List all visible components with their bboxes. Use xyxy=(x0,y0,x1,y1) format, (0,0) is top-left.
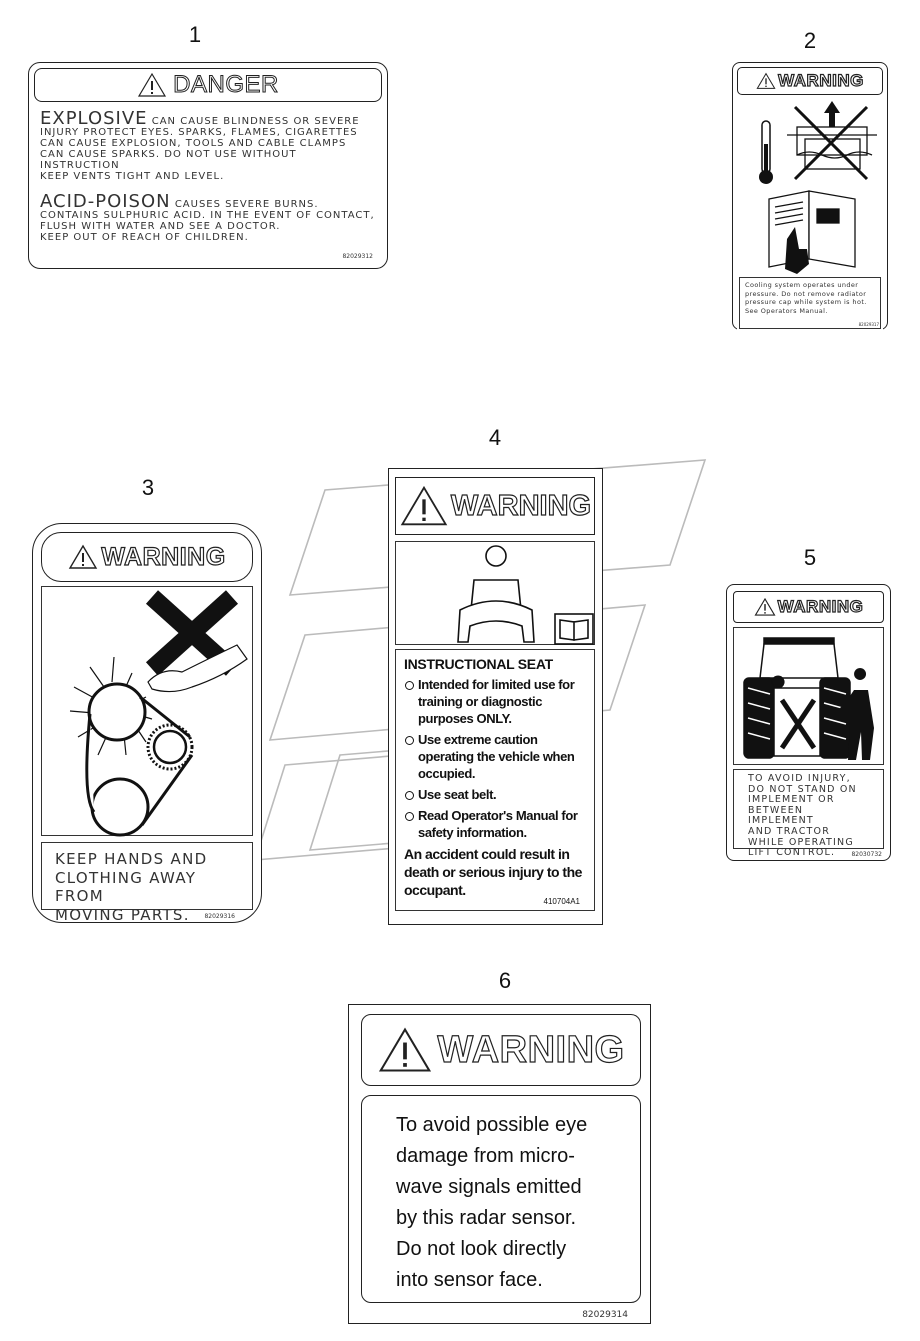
decal-3-warning-moving-parts: WARNING KEEP HANDS AND CLOTHING AWAY FRO… xyxy=(32,523,262,924)
decal-1-explosive-line5: KEEP VENTS TIGHT AND LEVEL. xyxy=(40,171,225,182)
decal-5-warning-lift-control: WARNING TO AVOID INJURY, DO NOT S xyxy=(726,584,891,861)
decal-1-header-text: DANGER xyxy=(173,71,279,99)
decal-6-text-box: To avoid possible eye damage from micro-… xyxy=(361,1095,641,1303)
decal-2-line4: See Operators Manual. xyxy=(745,306,828,315)
decal-5-header: WARNING xyxy=(733,591,884,623)
warning-triangle-icon xyxy=(400,485,448,526)
decal-1-explosive-line1: CAN CAUSE BLINDNESS OR SEVERE xyxy=(151,116,360,127)
warning-triangle-icon xyxy=(754,597,776,616)
decal-1-explosive-line4: CAN CAUSE SPARKS. DO NOT USE WITHOUT INS… xyxy=(40,149,297,171)
decal-4-bullet-1: Intended for limited use for training or… xyxy=(404,676,586,727)
decal-1-acid-title: ACID-POISON xyxy=(40,191,171,212)
warning-triangle-icon xyxy=(69,544,98,569)
label-number-6: 6 xyxy=(498,968,512,993)
label-number-1: 1 xyxy=(188,22,202,47)
label-number-4: 4 xyxy=(488,425,502,450)
hand-icon xyxy=(147,644,248,693)
decal-1-danger-battery: DANGER EXPLOSIVE CAN CAUSE BLINDNESS OR … xyxy=(28,62,388,269)
decal-5-line5: AND TRACTOR xyxy=(748,825,831,837)
decal-1-body: EXPLOSIVE CAN CAUSE BLINDNESS OR SEVERE … xyxy=(34,107,382,262)
decal-3-line1: KEEP HANDS AND xyxy=(55,850,208,868)
decal-2-text-box: Cooling system operates under pressure. … xyxy=(739,277,881,329)
decal-2-warning-cooling: WARNING xyxy=(732,62,888,335)
decal-6-line1: To avoid possible eye xyxy=(396,1114,588,1136)
decal-3-line3: MOVING PARTS. xyxy=(55,905,190,924)
decal-6-code: 82029314 xyxy=(582,1310,628,1320)
decal-4-header: WARNING xyxy=(395,477,595,535)
decal-5-line1: TO AVOID INJURY, xyxy=(748,773,851,784)
decal-3-pictogram xyxy=(41,586,253,837)
decal-3-header-text: WARNING xyxy=(101,542,226,571)
decal-4-warning-instructional-seat: WARNING INSTRUCTIONAL SEAT Intended for … xyxy=(388,468,603,925)
decal-3-code: 82029316 xyxy=(204,913,235,920)
decal-4-text-panel: INSTRUCTIONAL SEAT Intended for limited … xyxy=(395,649,595,911)
warning-triangle-icon xyxy=(756,72,776,89)
cooling-pictogram xyxy=(759,101,877,274)
label-number-2: 2 xyxy=(803,28,817,53)
decal-1-acid-line4: KEEP OUT OF REACH OF CHILDREN. xyxy=(40,232,249,243)
decal-5-line6: WHILE OPERATING xyxy=(748,836,854,848)
fan-belt-icon xyxy=(69,590,248,837)
pointing-hand-icon xyxy=(785,227,809,274)
decal-6-header-text: WARNING xyxy=(437,1028,625,1071)
decal-1-explosive-title: EXPLOSIVE xyxy=(40,108,148,129)
label-number-5: 5 xyxy=(803,545,817,570)
warning-triangle-icon xyxy=(379,1027,432,1072)
decal-1-explosive-line2: INJURY PROTECT EYES. SPARKS, FLAMES, CIG… xyxy=(40,127,358,138)
decal-2-header-text: WARNING xyxy=(778,70,864,90)
decal-2-line1: Cooling system operates under xyxy=(745,281,859,289)
decal-3-header: WARNING xyxy=(41,532,253,582)
decal-4-bullet-4: Read Operator's Manual for safety inform… xyxy=(404,807,586,841)
decal-6-line5: Do not look directly xyxy=(396,1238,567,1260)
label-number-3: 3 xyxy=(141,475,155,500)
tractor-icon xyxy=(743,637,874,760)
arrow-up-icon xyxy=(824,101,840,127)
decal-1-acid-line2: CONTAINS SULPHURIC ACID. IN THE EVENT OF… xyxy=(40,210,375,221)
decal-6-header: WARNING xyxy=(361,1014,641,1086)
prohibited-x-icon xyxy=(779,698,817,750)
decal-2-line2: pressure. Do not remove radiator xyxy=(745,289,867,298)
thermometer-icon xyxy=(759,120,773,184)
decal-5-text-box: TO AVOID INJURY, DO NOT STAND ON IMPLEME… xyxy=(733,769,884,858)
decal-2-code: 82029317 xyxy=(858,322,879,327)
decal-5-code: 82030732 xyxy=(851,851,882,858)
decal-4-title: INSTRUCTIONAL SEAT xyxy=(404,656,553,672)
decal-3-text-box: KEEP HANDS AND CLOTHING AWAY FROM MOVING… xyxy=(41,842,253,924)
radiator-cap-icon xyxy=(787,126,877,170)
decal-4-pictogram xyxy=(395,541,595,645)
prohibited-x-icon xyxy=(793,105,869,181)
decal-4-accident: An accident could result in death or ser… xyxy=(404,846,582,898)
decal-5-line7: LIFT CONTROL. xyxy=(748,847,836,859)
decal-4-header-text: WARNING xyxy=(450,489,592,522)
manual-book-icon xyxy=(554,613,594,645)
decal-2-line3: pressure cap while system is hot. xyxy=(745,298,867,307)
decal-1-acid-line3: FLUSH WITH WATER AND SEE A DOCTOR. xyxy=(40,221,281,232)
decal-1-explosive-line3: CAN CAUSE EXPLOSION, TOOLS AND CABLE CLA… xyxy=(40,138,347,149)
decal-5-line3: IMPLEMENT OR xyxy=(748,794,835,806)
decal-5-pictogram xyxy=(733,627,884,765)
warning-triangle-icon xyxy=(138,72,167,97)
decal-1-code: 82029312 xyxy=(342,253,373,260)
decal-6-line3: wave signals emitted xyxy=(396,1176,582,1198)
person-icon xyxy=(840,668,874,760)
decal-2-pictogram: Cooling system operates under pressure. … xyxy=(737,99,883,335)
decal-1-acid-line1: CAUSES SEVERE BURNS. xyxy=(174,199,319,210)
decal-4-bullet-2: Use extreme caution operating the vehicl… xyxy=(404,731,586,782)
decal-1-header: DANGER xyxy=(34,68,382,102)
decal-5-header-text: WARNING xyxy=(777,596,864,616)
manual-book-icon xyxy=(768,190,856,268)
decal-5-line2: DO NOT STAND ON xyxy=(748,783,857,795)
decal-6-line6: into sensor face. xyxy=(396,1269,543,1291)
decal-5-line4: BETWEEN IMPLEMENT xyxy=(748,804,814,827)
decal-2-header: WARNING xyxy=(737,67,883,95)
seat-person-icon xyxy=(457,545,594,645)
decal-6-line4: by this radar sensor. xyxy=(396,1207,577,1229)
decal-4-code: 410704A1 xyxy=(543,897,580,906)
decal-6-line2: damage from micro- xyxy=(396,1145,575,1167)
decal-6-warning-radar: WARNING To avoid possible eye damage fro… xyxy=(348,1004,651,1324)
decal-3-line2: CLOTHING AWAY FROM xyxy=(55,868,197,906)
decal-4-bullet-3: Use seat belt. xyxy=(404,786,586,803)
